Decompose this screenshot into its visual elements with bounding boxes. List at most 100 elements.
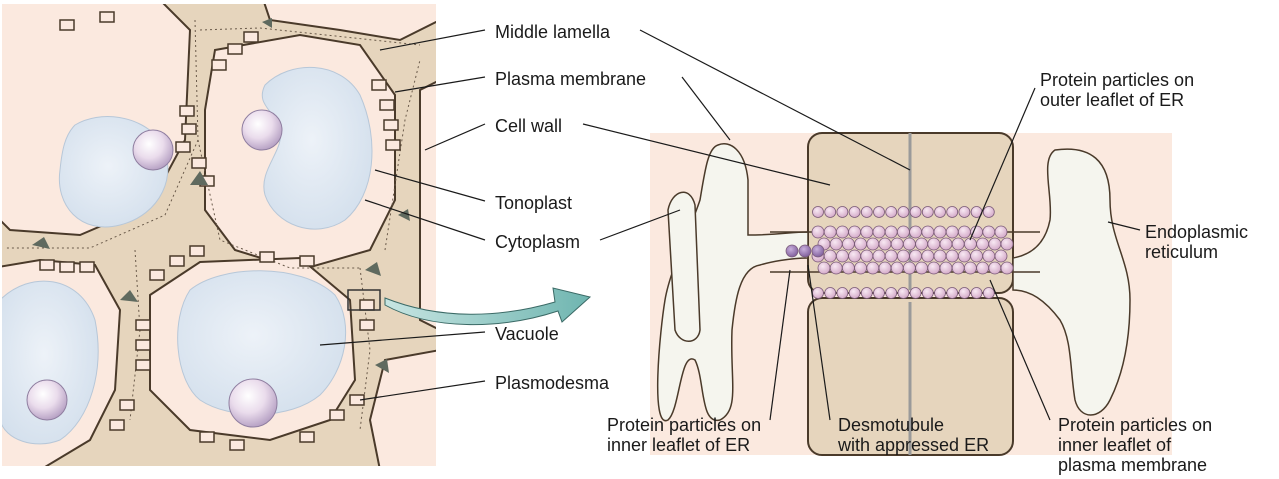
- protein-particle: [935, 207, 946, 218]
- label-protein-outer-er: Protein particles on outer leaflet of ER: [1040, 70, 1194, 110]
- protein-particle: [867, 262, 879, 274]
- protein-particle: [898, 288, 909, 299]
- protein-particle: [861, 250, 873, 262]
- label-plasma-membrane: Plasma membrane: [495, 69, 646, 89]
- protein-particle: [946, 250, 958, 262]
- protein-particle: [861, 288, 872, 299]
- protein-particle: [995, 226, 1007, 238]
- protein-particle: [922, 226, 934, 238]
- protein-particle: [983, 250, 995, 262]
- protein-particle: [964, 262, 976, 274]
- cell-right-edge: [420, 80, 440, 330]
- protein-particle: [952, 262, 964, 274]
- protein-particle: [879, 238, 891, 250]
- label-endoplasmic-reticulum: Endoplasmic reticulum: [1145, 222, 1248, 262]
- protein-particle: [952, 238, 964, 250]
- protein-particle: [897, 226, 909, 238]
- protein-particle: [849, 250, 861, 262]
- protein-particle: [959, 288, 970, 299]
- protein-particle: [837, 207, 848, 218]
- protein-particle: [983, 226, 995, 238]
- protein-particle: [886, 288, 897, 299]
- nucleus-3: [27, 380, 67, 420]
- protein-particle: [818, 262, 830, 274]
- protein-particle: [891, 238, 903, 250]
- protein-particle: [885, 250, 897, 262]
- protein-particle: [885, 226, 897, 238]
- protein-particle: [977, 238, 989, 250]
- protein-particle: [1001, 238, 1013, 250]
- protein-particle: [842, 238, 854, 250]
- protein-particle: [922, 288, 933, 299]
- vacuole-top-right: [262, 67, 372, 229]
- label-cytoplasm: Cytoplasm: [495, 232, 580, 252]
- protein-particle: [977, 262, 989, 274]
- protein-particle: [812, 226, 824, 238]
- protein-particle: [983, 288, 994, 299]
- cell-tissue-panel: [0, 0, 440, 470]
- protein-particle: [922, 250, 934, 262]
- protein-particle: [855, 262, 867, 274]
- protein-particle: [971, 250, 983, 262]
- protein-particle: [958, 250, 970, 262]
- protein-particle: [799, 245, 811, 257]
- protein-particle: [946, 226, 958, 238]
- label-cell-wall: Cell wall: [495, 116, 562, 136]
- nucleus-2: [242, 110, 282, 150]
- protein-particle: [910, 207, 921, 218]
- protein-particle: [934, 226, 946, 238]
- protein-particle: [830, 262, 842, 274]
- protein-particle: [983, 207, 994, 218]
- protein-particle: [855, 238, 867, 250]
- protein-particle: [830, 238, 842, 250]
- protein-particle: [916, 262, 928, 274]
- protein-particle: [989, 238, 1001, 250]
- protein-particle: [825, 207, 836, 218]
- protein-particle: [910, 226, 922, 238]
- protein-particle: [825, 288, 836, 299]
- protein-particle: [886, 207, 897, 218]
- protein-particle: [836, 250, 848, 262]
- protein-particle: [971, 226, 983, 238]
- nucleus-1: [133, 130, 173, 170]
- protein-particle: [842, 262, 854, 274]
- protein-particle: [874, 207, 885, 218]
- protein-particle: [786, 245, 798, 257]
- label-protein-inner-pm: Protein particles on inner leaflet of pl…: [1058, 415, 1212, 475]
- protein-particle: [947, 288, 958, 299]
- protein-particle: [873, 250, 885, 262]
- protein-particle: [849, 288, 860, 299]
- label-plasmodesma: Plasmodesma: [495, 373, 609, 393]
- protein-particle: [989, 262, 1001, 274]
- protein-particle: [812, 245, 824, 257]
- plasmodesma-detail-panel: [650, 133, 1172, 455]
- label-middle-lamella: Middle lamella: [495, 22, 610, 42]
- protein-particle: [873, 226, 885, 238]
- protein-particle: [861, 207, 872, 218]
- protein-particle: [958, 226, 970, 238]
- protein-particle: [903, 262, 915, 274]
- protein-particle: [867, 238, 879, 250]
- protein-particle: [836, 226, 848, 238]
- protein-particle: [874, 288, 885, 299]
- protein-particle: [928, 262, 940, 274]
- protein-particle: [879, 262, 891, 274]
- protein-particle: [947, 207, 958, 218]
- protein-particle: [824, 226, 836, 238]
- protein-particle: [813, 207, 824, 218]
- protein-particle: [824, 250, 836, 262]
- protein-particle: [903, 238, 915, 250]
- protein-particle: [995, 250, 1007, 262]
- protein-particle: [910, 288, 921, 299]
- protein-particle: [916, 238, 928, 250]
- protein-particle: [922, 207, 933, 218]
- protein-particle: [861, 226, 873, 238]
- protein-particle: [837, 288, 848, 299]
- protein-particle: [940, 238, 952, 250]
- protein-particle: [1001, 262, 1013, 274]
- label-vacuole: Vacuole: [495, 324, 559, 344]
- protein-particle: [940, 262, 952, 274]
- protein-particle: [959, 207, 970, 218]
- protein-particle: [971, 288, 982, 299]
- protein-particle: [935, 288, 946, 299]
